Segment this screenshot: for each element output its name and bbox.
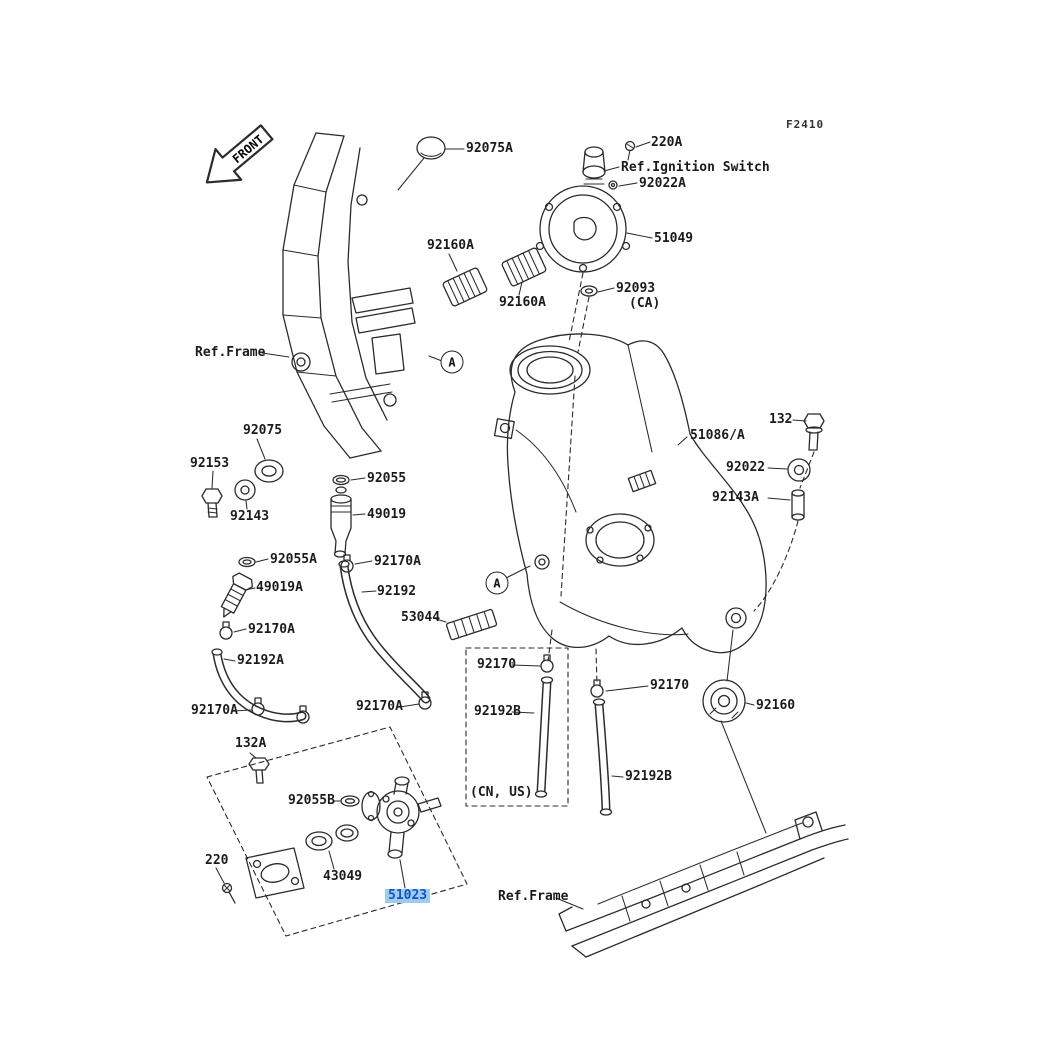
fuel-tank-drawing xyxy=(493,333,767,654)
part-label-51049: 51049 xyxy=(654,231,694,246)
grommet-92093-drawing xyxy=(580,285,598,297)
part-label-92170a-4: 92170A xyxy=(356,699,403,714)
part-label-92170-2: 92170 xyxy=(650,678,690,693)
damper-92075a-drawing xyxy=(397,136,446,191)
fuel-tap-assembly-drawing xyxy=(206,726,468,937)
hoses-drawing xyxy=(211,560,613,816)
part-label-92160a-2: 92160A xyxy=(499,295,546,310)
part-label-ref-frame-2: Ref.Frame xyxy=(498,889,569,904)
part-label-49019: 49019 xyxy=(367,507,407,522)
hose-clamps-drawing xyxy=(219,554,604,724)
leader-lines xyxy=(211,141,807,910)
cn-us-option-box xyxy=(465,647,569,807)
connector-lines xyxy=(428,355,767,834)
part-label-92143: 92143 xyxy=(230,509,270,524)
part-label-ref-frame: Ref.Frame xyxy=(195,345,266,360)
part-label-92055a: 92055A xyxy=(270,552,317,567)
right-bolt-set-drawing xyxy=(787,413,825,521)
left-parts-drawing xyxy=(201,459,352,618)
part-label-220a: 220A xyxy=(651,135,683,150)
marker-a-1: A xyxy=(440,350,464,374)
part-label-92160: 92160 xyxy=(756,698,796,713)
pad-53044-drawing xyxy=(445,608,498,641)
construction-lines xyxy=(547,272,815,686)
front-arrow: FRONT xyxy=(205,124,274,184)
part-label-132a: 132A xyxy=(235,736,267,751)
part-label-92022: 92022 xyxy=(726,460,766,475)
part-label-92192b: 92192B xyxy=(474,704,521,719)
part-label-92143a: 92143A xyxy=(712,490,759,505)
marker-a-2: A xyxy=(485,571,509,595)
part-label-92075: 92075 xyxy=(243,423,283,438)
part-label-51086-a: 51086/A xyxy=(690,428,745,443)
part-label-49019a: 49019A xyxy=(256,580,303,595)
part-label-92170a-3: 92170A xyxy=(191,703,238,718)
part-label-92170a: 92170A xyxy=(374,554,421,569)
part-label-220: 220 xyxy=(205,853,229,868)
part-label-51023[interactable]: 51023 xyxy=(385,889,431,903)
figure-code: F2410 xyxy=(786,118,825,131)
part-label-92192b-2: 92192B xyxy=(625,769,672,784)
part-label-132: 132 xyxy=(769,412,793,427)
part-label-43049: 43049 xyxy=(323,869,363,884)
part-label-cn-us: (CN, US) xyxy=(470,785,533,800)
part-label-ref-ignition-switch: Ref.Ignition Switch xyxy=(621,160,770,175)
rear-frame-drawing xyxy=(558,811,849,958)
fuel-cap-drawing xyxy=(535,140,636,273)
part-label-92055b: 92055B xyxy=(288,793,335,808)
pad-92160a-drawing xyxy=(501,247,547,287)
part-label-92075a: 92075A xyxy=(466,141,513,156)
part-label-92055: 92055 xyxy=(367,471,407,486)
part-label-92093: 92093 xyxy=(616,281,656,296)
part-label-92022a: 92022A xyxy=(639,176,686,191)
part-label-92170a-2: 92170A xyxy=(248,622,295,637)
part-label-92192: 92192 xyxy=(377,584,417,599)
part-label-92153: 92153 xyxy=(190,456,230,471)
grommet-92160-drawing xyxy=(702,679,746,723)
part-label-92192a: 92192A xyxy=(237,653,284,668)
frame-drawing xyxy=(282,132,416,459)
part-label-ca: (CA) xyxy=(629,296,661,311)
pad-92160a-drawing xyxy=(442,267,488,307)
part-label-92160a: 92160A xyxy=(427,238,474,253)
part-label-92170: 92170 xyxy=(477,657,517,672)
part-label-53044: 53044 xyxy=(401,610,441,625)
